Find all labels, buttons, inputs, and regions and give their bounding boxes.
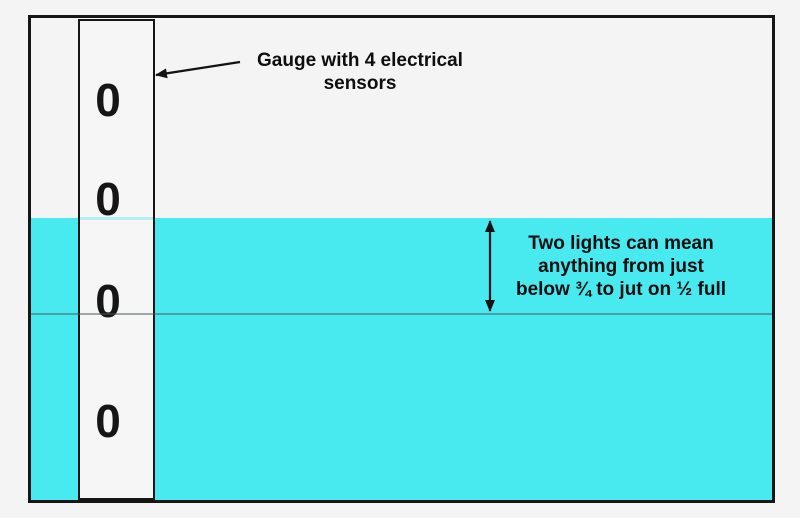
gauge-waterline xyxy=(80,217,153,220)
range-note-line-3: below ¾ to jut on ½ full xyxy=(515,279,727,300)
gauge: 0 0 0 0 xyxy=(78,19,155,500)
sensor-indicator-4: 0 xyxy=(95,395,121,447)
gauge-note-line-2: sensors xyxy=(323,73,397,94)
range-note-label: Two lights can mean anything from just b… xyxy=(498,232,744,301)
sensor-indicator-2: 0 xyxy=(95,173,121,225)
gauge-note-line-1: Gauge with 4 electrical xyxy=(257,50,463,71)
tank: 0 0 0 0 xyxy=(28,15,775,503)
range-note-line-1: Two lights can mean xyxy=(528,233,714,254)
gauge-note-label: Gauge with 4 electrical sensors xyxy=(238,49,482,95)
sensor-indicator-3: 0 xyxy=(95,275,121,327)
water-divider-line xyxy=(31,313,772,315)
range-note-line-2: anything from just xyxy=(538,256,704,277)
sensor-indicator-1: 0 xyxy=(95,74,121,126)
